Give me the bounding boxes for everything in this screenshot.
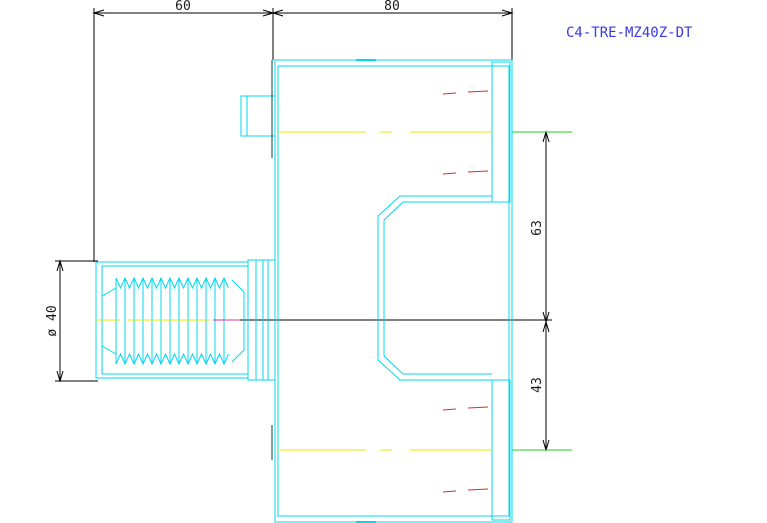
extension-lines xyxy=(512,131,572,451)
dimension-right-upper: 63 xyxy=(530,220,545,236)
dimension-top-left: 60 xyxy=(175,0,191,14)
dimension-top-right: 80 xyxy=(384,0,400,14)
body-outline xyxy=(95,59,513,523)
part-number: C4-TRE-MZ40Z-DT xyxy=(566,25,693,41)
center-lines xyxy=(96,131,492,451)
dimension-lines xyxy=(55,8,552,452)
dimension-right-lower: 43 xyxy=(530,377,545,393)
thread-marks xyxy=(213,90,489,493)
dimension-diameter: ø 40 xyxy=(45,305,60,336)
